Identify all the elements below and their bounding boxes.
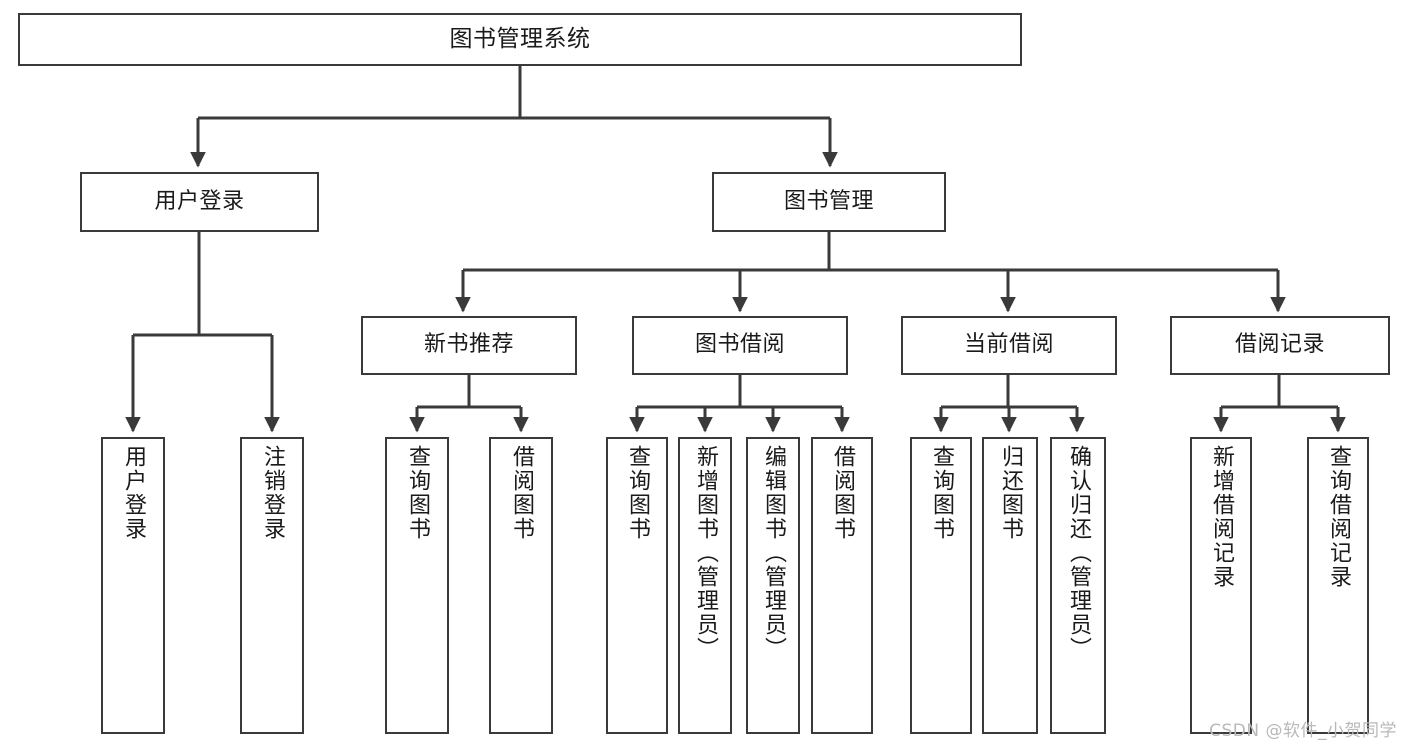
node-leaf-query-borrow-record-label: 查询借阅记录 bbox=[1325, 445, 1351, 589]
node-root[interactable]: 图书管理系统 bbox=[18, 13, 1022, 66]
node-current-borrow-label: 当前借阅 bbox=[963, 332, 1054, 358]
node-book-management-label: 图书管理 bbox=[783, 188, 874, 214]
node-leaf-add-borrow-record[interactable]: 新增借阅记录 bbox=[1190, 437, 1252, 734]
node-leaf-return-book[interactable]: 归还图书 bbox=[982, 437, 1038, 734]
node-borrow-record[interactable]: 借阅记录 bbox=[1170, 316, 1390, 375]
node-leaf-confirm-return-admin[interactable]: 确认归还（管理员） bbox=[1050, 437, 1106, 734]
node-leaf-newbook-borrow-label: 借阅图书 bbox=[508, 445, 534, 541]
node-book-borrow-label: 图书借阅 bbox=[694, 332, 785, 358]
node-leaf-edit-book-admin-label: 编辑图书（管理员） bbox=[760, 445, 786, 661]
node-leaf-return-book-label: 归还图书 bbox=[997, 445, 1023, 541]
node-user-login[interactable]: 用户登录 bbox=[80, 172, 319, 232]
node-leaf-current-query[interactable]: 查询图书 bbox=[910, 437, 972, 734]
node-leaf-newbook-query[interactable]: 查询图书 bbox=[385, 437, 449, 734]
node-new-book-recommend[interactable]: 新书推荐 bbox=[361, 316, 577, 375]
node-leaf-user-login[interactable]: 用户登录 bbox=[101, 437, 165, 734]
node-leaf-borrow-query[interactable]: 查询图书 bbox=[606, 437, 668, 734]
node-leaf-borrow-book-label: 借阅图书 bbox=[829, 445, 855, 541]
node-leaf-add-book-admin[interactable]: 新增图书（管理员） bbox=[678, 437, 732, 734]
node-book-borrow[interactable]: 图书借阅 bbox=[632, 316, 848, 375]
node-leaf-borrow-book[interactable]: 借阅图书 bbox=[811, 437, 873, 734]
node-leaf-borrow-query-label: 查询图书 bbox=[624, 445, 650, 541]
node-leaf-logout-label: 注销登录 bbox=[259, 445, 285, 541]
node-user-login-label: 用户登录 bbox=[154, 188, 245, 214]
node-leaf-query-borrow-record[interactable]: 查询借阅记录 bbox=[1307, 437, 1369, 734]
node-leaf-edit-book-admin[interactable]: 编辑图书（管理员） bbox=[746, 437, 800, 734]
node-leaf-confirm-return-admin-label: 确认归还（管理员） bbox=[1065, 445, 1091, 661]
node-current-borrow[interactable]: 当前借阅 bbox=[901, 316, 1117, 375]
node-new-book-recommend-label: 新书推荐 bbox=[423, 332, 514, 358]
node-leaf-current-query-label: 查询图书 bbox=[928, 445, 954, 541]
node-leaf-newbook-query-label: 查询图书 bbox=[404, 445, 430, 541]
node-leaf-user-login-label: 用户登录 bbox=[120, 445, 146, 541]
watermark-text: CSDN @软件_小贺同学 bbox=[1209, 721, 1397, 741]
node-book-management[interactable]: 图书管理 bbox=[712, 172, 946, 232]
node-root-label: 图书管理系统 bbox=[449, 26, 591, 53]
node-leaf-add-book-admin-label: 新增图书（管理员） bbox=[692, 445, 718, 661]
node-leaf-add-borrow-record-label: 新增借阅记录 bbox=[1208, 445, 1234, 589]
node-borrow-record-label: 借阅记录 bbox=[1234, 332, 1325, 358]
node-leaf-logout[interactable]: 注销登录 bbox=[240, 437, 304, 734]
node-leaf-newbook-borrow[interactable]: 借阅图书 bbox=[489, 437, 553, 734]
